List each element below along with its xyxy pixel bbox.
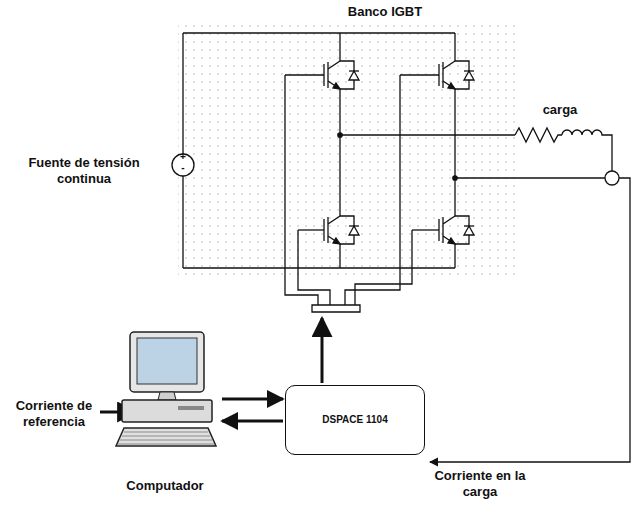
node-caption: Computador bbox=[110, 478, 220, 494]
wires bbox=[100, 33, 630, 462]
gate-signal-arrow bbox=[321, 318, 324, 383]
load-return-wire bbox=[455, 177, 605, 178]
bank-title: Banco IGBT bbox=[330, 4, 440, 20]
current-sensor-symbol bbox=[605, 171, 619, 185]
igbt-symbol bbox=[400, 61, 474, 89]
feedback-label: Corriente en la carga bbox=[430, 468, 530, 499]
gate-connector bbox=[312, 305, 360, 312]
signal-arrow bbox=[222, 398, 283, 401]
resistor-symbol bbox=[515, 128, 562, 142]
gate-wire bbox=[285, 75, 318, 305]
gate-wire bbox=[298, 230, 330, 305]
source-label: Fuente de tensión continua bbox=[14, 155, 154, 186]
source-wire bbox=[182, 33, 183, 268]
load-label: carga bbox=[530, 102, 590, 118]
igbt-symbol bbox=[412, 216, 474, 244]
polarity-sign: + bbox=[176, 152, 190, 162]
current-feedback-wire bbox=[430, 178, 630, 462]
gate-wire bbox=[345, 75, 400, 305]
igbt-symbol bbox=[298, 216, 359, 244]
breadboard-grid bbox=[178, 25, 520, 277]
polarity-sign: - bbox=[176, 163, 190, 173]
load-wire bbox=[340, 134, 515, 135]
inverter-leg bbox=[338, 33, 457, 268]
igbt-symbol bbox=[285, 61, 359, 89]
node-label: DSPACE 1104 bbox=[322, 414, 387, 426]
igbt-bank bbox=[285, 33, 474, 268]
input-label: Corriente de referencia bbox=[8, 398, 100, 429]
top-rail bbox=[183, 32, 455, 33]
computer-illustration bbox=[110, 328, 220, 473]
inductor-symbol bbox=[562, 130, 612, 171]
signal-arrow bbox=[222, 420, 283, 423]
controller-box: DSPACE 1104 bbox=[285, 385, 425, 455]
computer-icon: Computador bbox=[110, 328, 220, 500]
bottom-rail bbox=[183, 267, 455, 268]
gate-wire bbox=[355, 230, 412, 305]
